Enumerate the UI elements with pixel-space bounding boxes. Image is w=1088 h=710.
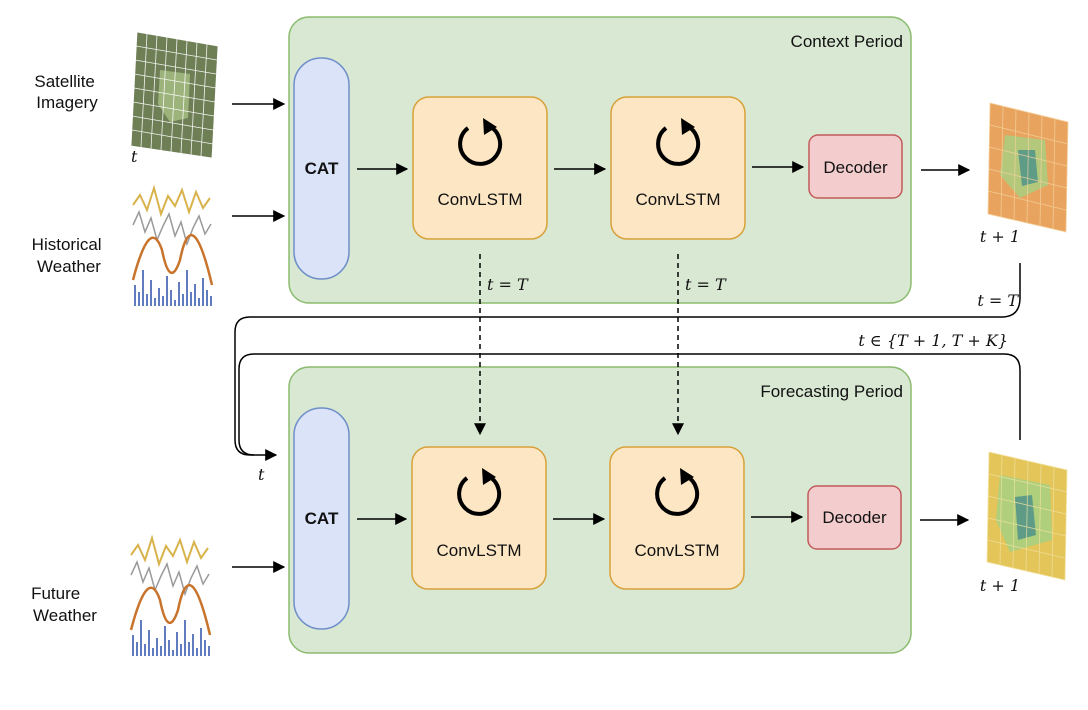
feedback-first-label: t = T — [977, 291, 1019, 310]
satellite-imagery-label: Satellite Imagery — [34, 72, 99, 112]
forecasting-period-title: Forecasting Period — [760, 382, 903, 401]
future-label-line-1: Future — [31, 584, 80, 603]
forecast-cat-block — [293, 407, 350, 630]
future-weather-label: Future Weather — [31, 584, 97, 625]
feedback-arrow-loop — [238, 353, 1021, 456]
state-pass-label-2: t = T — [685, 275, 727, 294]
satellite-label-line-1: Satellite — [34, 72, 94, 91]
context-period-title: Context Period — [791, 32, 903, 51]
forecast-decoder-block — [807, 485, 902, 550]
state-pass-label-1: t = T — [487, 275, 529, 294]
context-decoder-label: Decoder — [823, 158, 888, 177]
forecast-output-map — [986, 451, 1068, 581]
context-convlstm-1 — [412, 96, 548, 240]
historical-label-line-1: Historical — [32, 235, 102, 254]
context-convlstm-2 — [610, 96, 746, 240]
context-output-map — [987, 102, 1069, 233]
historical-weather-label: Historical Weather — [32, 235, 107, 276]
forecast-cat-label: CAT — [305, 509, 339, 528]
cycle-icon — [458, 118, 503, 166]
forecast-decoder-label: Decoder — [822, 508, 887, 527]
feedback-loop-label: t ∈ {T + 1, T + K} — [858, 331, 1008, 350]
feedback-arrow-first-step — [234, 263, 1021, 461]
forecast-convlstm-1-label: ConvLSTM — [436, 541, 521, 560]
forecast-output-label: t + 1 — [980, 576, 1020, 595]
context-convlstm-1-label: ConvLSTM — [437, 190, 522, 209]
future-label-line-2: Weather — [33, 606, 97, 625]
forecast-convlstm-1 — [411, 446, 547, 590]
forecast-input-t-label: t — [258, 465, 265, 484]
forecast-convlstm-2 — [609, 446, 745, 590]
historical-weather-thumbnail — [131, 184, 214, 306]
cycle-icon — [656, 118, 701, 166]
context-convlstm-2-label: ConvLSTM — [635, 190, 720, 209]
context-decoder-block — [808, 134, 903, 199]
forecast-convlstm-2-label: ConvLSTM — [634, 541, 719, 560]
historical-label-line-2: Weather — [37, 257, 101, 276]
context-cat-label: CAT — [305, 159, 339, 178]
satellite-label-line-2: Imagery — [36, 93, 98, 112]
satellite-time-label: t — [131, 147, 138, 166]
future-weather-thumbnail — [129, 534, 212, 656]
satellite-imagery-thumbnail — [130, 31, 219, 159]
cycle-icon — [655, 468, 700, 516]
context-cat-block — [293, 57, 350, 280]
cycle-icon — [457, 468, 502, 516]
context-output-label: t + 1 — [980, 227, 1020, 246]
